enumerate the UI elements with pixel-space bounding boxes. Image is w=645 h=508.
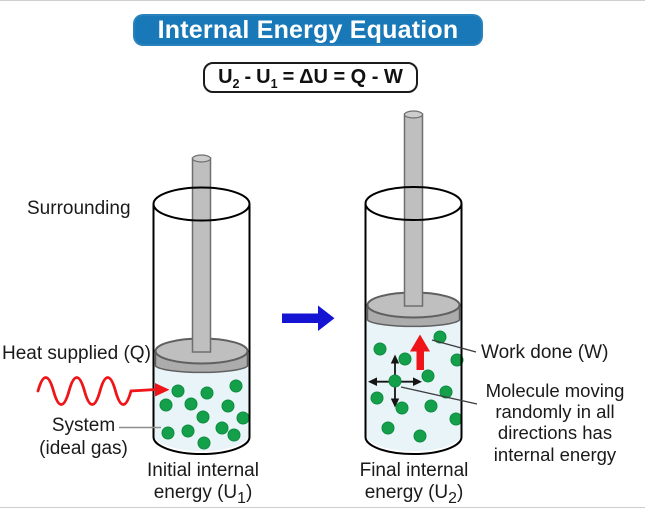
system-label: System (ideal gas) bbox=[21, 415, 146, 460]
process-arrow-shaft bbox=[282, 313, 318, 323]
molecule bbox=[370, 391, 384, 405]
initial-energy-line1: Initial internal bbox=[147, 460, 259, 481]
piston-rod-final bbox=[403, 113, 424, 307]
initial-cylinder bbox=[152, 154, 251, 455]
molecule bbox=[433, 330, 447, 344]
molecule bbox=[424, 399, 438, 413]
molecule bbox=[395, 401, 409, 415]
initial-energy-line2: energy (U1) bbox=[153, 482, 253, 507]
motion-arrow-left bbox=[368, 377, 377, 386]
moving-molecule bbox=[388, 374, 402, 388]
cylinder-walls-final bbox=[364, 203, 463, 455]
molecule bbox=[373, 342, 387, 356]
molecule-note-line2: randomly in all bbox=[495, 401, 615, 423]
heat-wave-icon bbox=[36, 376, 170, 406]
motion-arrow-up bbox=[390, 354, 400, 364]
molecule bbox=[449, 412, 463, 426]
molecule bbox=[421, 369, 435, 383]
page-title-text: Internal Energy Equation bbox=[157, 15, 459, 44]
molecule bbox=[450, 353, 464, 367]
molecule bbox=[215, 421, 229, 435]
system-label-line2: (ideal gas) bbox=[39, 437, 128, 459]
molecule bbox=[200, 386, 214, 400]
molecule bbox=[413, 429, 427, 443]
cylinder-walls-initial bbox=[152, 204, 251, 455]
motion-arrow-right bbox=[413, 377, 422, 386]
piston-rod-cap-final bbox=[403, 110, 424, 119]
molecule bbox=[171, 384, 185, 398]
heat-arrowhead-icon bbox=[155, 383, 170, 397]
molecule-note-line4: internal energy bbox=[493, 443, 617, 465]
initial-energy-caption: Initial internal energy (U1) bbox=[113, 460, 293, 507]
page-title: Internal Energy Equation bbox=[133, 14, 483, 46]
piston-rod-cap-initial bbox=[191, 154, 212, 163]
molecule-note-leader-line bbox=[400, 386, 478, 405]
equation-minus-operator: - bbox=[244, 66, 252, 88]
molecule bbox=[197, 436, 211, 450]
molecule bbox=[161, 426, 175, 440]
molecule bbox=[229, 379, 243, 393]
molecule bbox=[196, 410, 210, 424]
process-arrow-icon bbox=[282, 305, 335, 331]
molecule bbox=[381, 421, 395, 435]
surrounding-label: Surrounding bbox=[27, 198, 131, 219]
work-done-leader-line bbox=[431, 339, 477, 353]
molecule bbox=[159, 398, 173, 412]
equation-box: U2 - U1 = ΔU = Q - W bbox=[203, 62, 418, 93]
gas-molecules-final bbox=[370, 330, 464, 443]
heat-supplied-label: Heat supplied (Q) bbox=[2, 343, 151, 364]
molecule-note-line1: Molecule moving bbox=[485, 380, 625, 401]
system-label-line1: System bbox=[51, 415, 116, 436]
molecule bbox=[236, 411, 250, 425]
molecule bbox=[184, 397, 198, 411]
molecule bbox=[227, 428, 241, 442]
equation-term-u1: U1 bbox=[256, 66, 278, 91]
molecule bbox=[439, 385, 453, 399]
motion-arrow-down bbox=[390, 398, 400, 408]
work-done-label: Work done (W) bbox=[481, 342, 609, 363]
process-arrow-head bbox=[318, 305, 335, 331]
work-arrow-icon bbox=[410, 334, 430, 370]
equation-term-u2: U2 bbox=[218, 66, 240, 91]
molecule-note: Molecule moving randomly in all directio… bbox=[470, 380, 640, 465]
molecule bbox=[181, 424, 195, 438]
final-cylinder bbox=[364, 110, 464, 455]
cylinder-mouth-initial bbox=[152, 186, 251, 222]
molecule bbox=[221, 399, 235, 413]
final-energy-caption: Final internal energy (U2) bbox=[324, 460, 504, 507]
gas-molecules-initial bbox=[159, 379, 250, 450]
molecule bbox=[388, 374, 402, 388]
final-energy-line1: Final internal bbox=[359, 460, 469, 481]
heat-sine-wave bbox=[36, 376, 158, 406]
molecule bbox=[398, 352, 412, 366]
cylinder-mouth-final bbox=[364, 186, 463, 221]
molecule-note-line3: directions has bbox=[497, 422, 613, 444]
equation-rhs: = ΔU = Q - W bbox=[282, 66, 403, 88]
random-motion-arrows-icon bbox=[368, 354, 422, 408]
work-arrow-shaft bbox=[416, 349, 424, 370]
final-energy-line2: energy (U2) bbox=[364, 482, 464, 507]
work-arrow-head bbox=[410, 334, 430, 352]
